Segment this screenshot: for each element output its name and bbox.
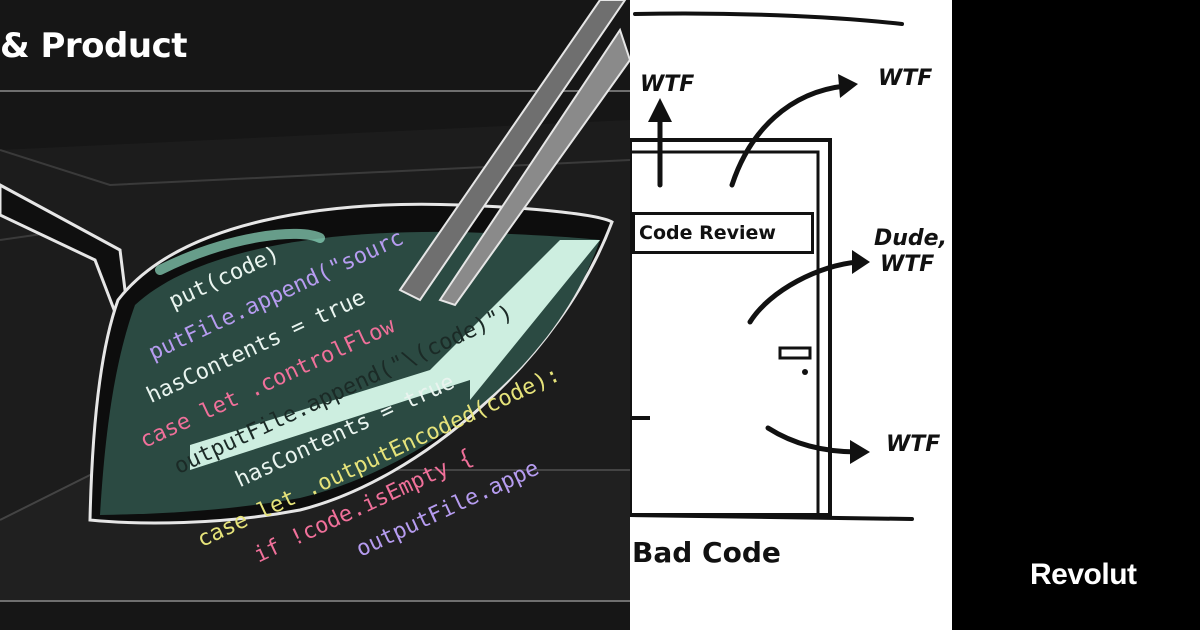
top-divider (0, 90, 630, 92)
comic-label-wtf: WTF (878, 66, 933, 91)
arrow-curve-icon (747, 259, 861, 325)
tweezer-arm-left (398, 0, 627, 302)
tweezer-arm-right (438, 27, 630, 307)
comic-drawing (630, 11, 914, 521)
door-frame (630, 138, 832, 517)
comic-label-wtf: WTF (640, 72, 695, 97)
bottom-divider (0, 600, 630, 602)
code-review-sign: Code Review (632, 212, 814, 254)
arrow-curve-icon (765, 425, 861, 455)
arrow-curve-icon (729, 83, 848, 188)
door-handle-icon (778, 346, 812, 360)
comic-label-dude: Dude, (874, 226, 947, 251)
header-title: & Product (0, 26, 187, 66)
wtf-comic-panel: WTF WTF Dude, WTF WTF Code Review Bad Co… (630, 0, 952, 630)
comic-label-wtf: WTF (880, 252, 935, 277)
code-strip (190, 240, 600, 470)
revolut-logo: Revolut (1030, 558, 1137, 591)
magnifier-illustration: put(code) putFile.append("sourc hasConte… (0, 0, 630, 569)
comic-label-wtf: WTF (886, 432, 941, 457)
article-cover-illustration: & Product put(code) putFile.append("sour… (0, 0, 630, 630)
comic-caption: Bad Code (632, 536, 781, 569)
